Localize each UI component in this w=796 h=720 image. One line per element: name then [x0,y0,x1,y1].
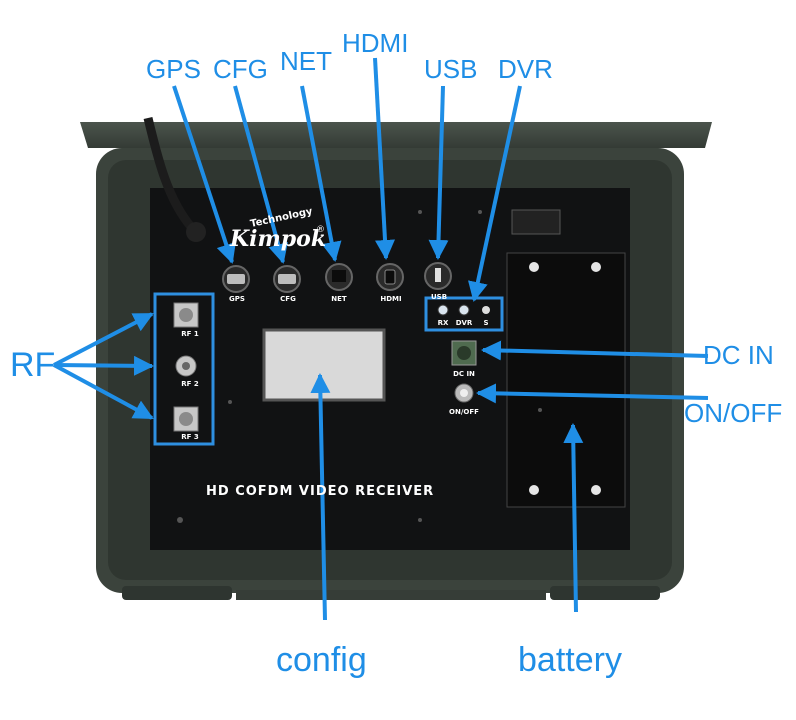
battery-compartment [506,252,626,508]
dc-in-callout: DC IN [703,340,774,370]
hdmi-callout: HDMI [342,28,409,58]
dvr-callout: DVR [498,54,553,84]
brand-registered-mark: ® [316,225,325,235]
dc-in-label: DC IN [453,370,475,378]
net-port [325,263,353,291]
rf3-label: RF 3 [181,433,199,441]
brand-name: Kimpok [229,226,326,252]
dc-in-connector [451,340,477,366]
rf1-connector [173,302,199,328]
panel-title: HD COFDM VIDEO RECEIVER [206,484,434,499]
rf-callout: RF [10,346,56,384]
cfg-callout: CFG [213,54,268,84]
indicator-group-box [424,296,504,332]
on-off-callout: ON/OFF [684,398,783,428]
gps-port-label: GPS [229,295,245,303]
power-switch [454,383,474,403]
rx-label: RX [438,319,449,327]
rf2-connector [175,355,197,377]
usb-port-label: USB [431,293,447,301]
dvr-led [458,304,470,316]
rx-led [437,304,449,316]
hdmi-port [376,263,404,291]
config-screen [262,328,386,402]
on-off-label: ON/OFF [449,408,479,416]
rf3-connector [173,406,199,432]
usb-port [424,262,452,290]
gps-port [222,265,250,293]
dvr-label: DVR [456,319,473,327]
cfg-port [273,265,301,293]
gps-callout: GPS [146,54,201,84]
rf2-label: RF 2 [181,380,199,388]
rf1-label: RF 1 [181,330,199,338]
usb-callout: USB [424,54,478,84]
s-label: S [483,319,488,327]
battery-callout: battery [518,641,622,679]
net-callout: NET [280,46,332,76]
antenna-cable [143,116,196,231]
net-port-label: NET [331,295,347,303]
config-callout: config [276,641,367,679]
s-button [482,306,490,314]
rf-group-box [153,292,215,446]
hdmi-port-label: HDMI [380,295,401,303]
cfg-port-label: CFG [280,295,296,303]
case-lid [80,122,712,148]
